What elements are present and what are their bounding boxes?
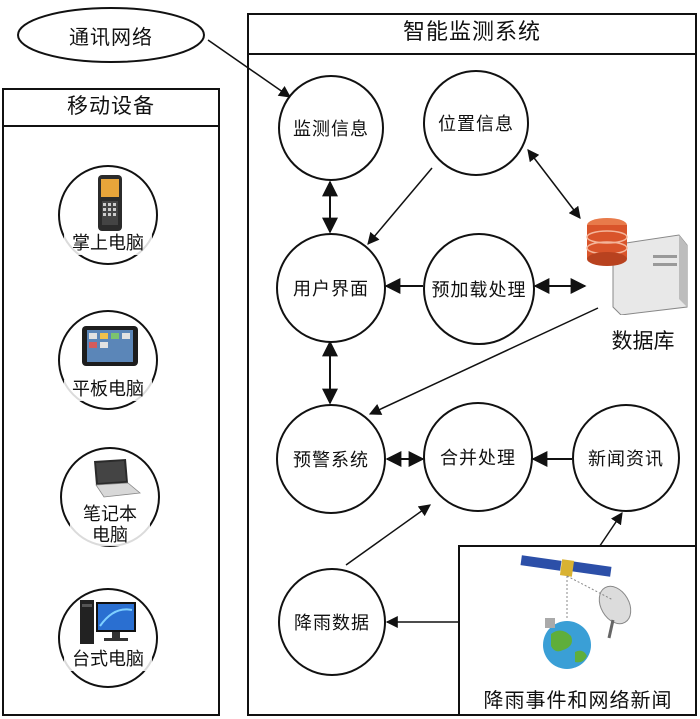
node-warning-system: 预警系统 [276, 404, 386, 514]
device-desktop-label: 台式电脑 [64, 649, 152, 671]
device-desktop [58, 588, 158, 688]
mobile-title-divider [2, 125, 220, 127]
mobile-panel-title: 移动设备 [67, 94, 155, 118]
node-monitor-info: 监测信息 [278, 75, 384, 181]
arrow-location-to-user [367, 167, 433, 245]
desktop-computer-icon [80, 600, 136, 644]
network-node: 通讯网络 [16, 6, 206, 64]
device-laptop-label-line2: 电脑 [92, 524, 128, 546]
arrow-database-to-warning [368, 307, 599, 415]
network-ellipse [17, 7, 205, 63]
node-news: 新闻资讯 [572, 404, 680, 512]
database-label: 数据库 [611, 329, 675, 353]
mobile-devices-panel [2, 88, 220, 716]
source-label: 降雨事件和网络新闻 [483, 688, 673, 712]
arrow-location-database [527, 149, 581, 219]
device-handheld-label: 掌上电脑 [64, 233, 152, 255]
device-tablet-label: 平板电脑 [64, 379, 152, 401]
device-laptop-label: 笔记本 电脑 [70, 504, 150, 547]
database-server-icon [586, 218, 688, 315]
device-laptop-label-line1: 笔记本 [83, 504, 137, 525]
node-location-info: 位置信息 [423, 70, 529, 176]
network-label: 通讯网络 [69, 24, 153, 49]
arrow-rain-to-merge [345, 504, 431, 566]
tablet-icon [82, 326, 138, 366]
node-preload: 预加载处理 [423, 233, 535, 345]
arrow-network-to-monitor [207, 39, 291, 98]
system-title-divider [247, 53, 697, 55]
satellite-globe-icon [520, 555, 632, 669]
node-rain-data: 降雨数据 [278, 568, 386, 676]
node-user-interface: 用户界面 [276, 233, 386, 343]
laptop-icon [94, 459, 141, 498]
node-merge: 合并处理 [423, 402, 533, 512]
system-panel-title: 智能监测系统 [402, 20, 541, 45]
handheld-pda-icon [98, 175, 122, 231]
